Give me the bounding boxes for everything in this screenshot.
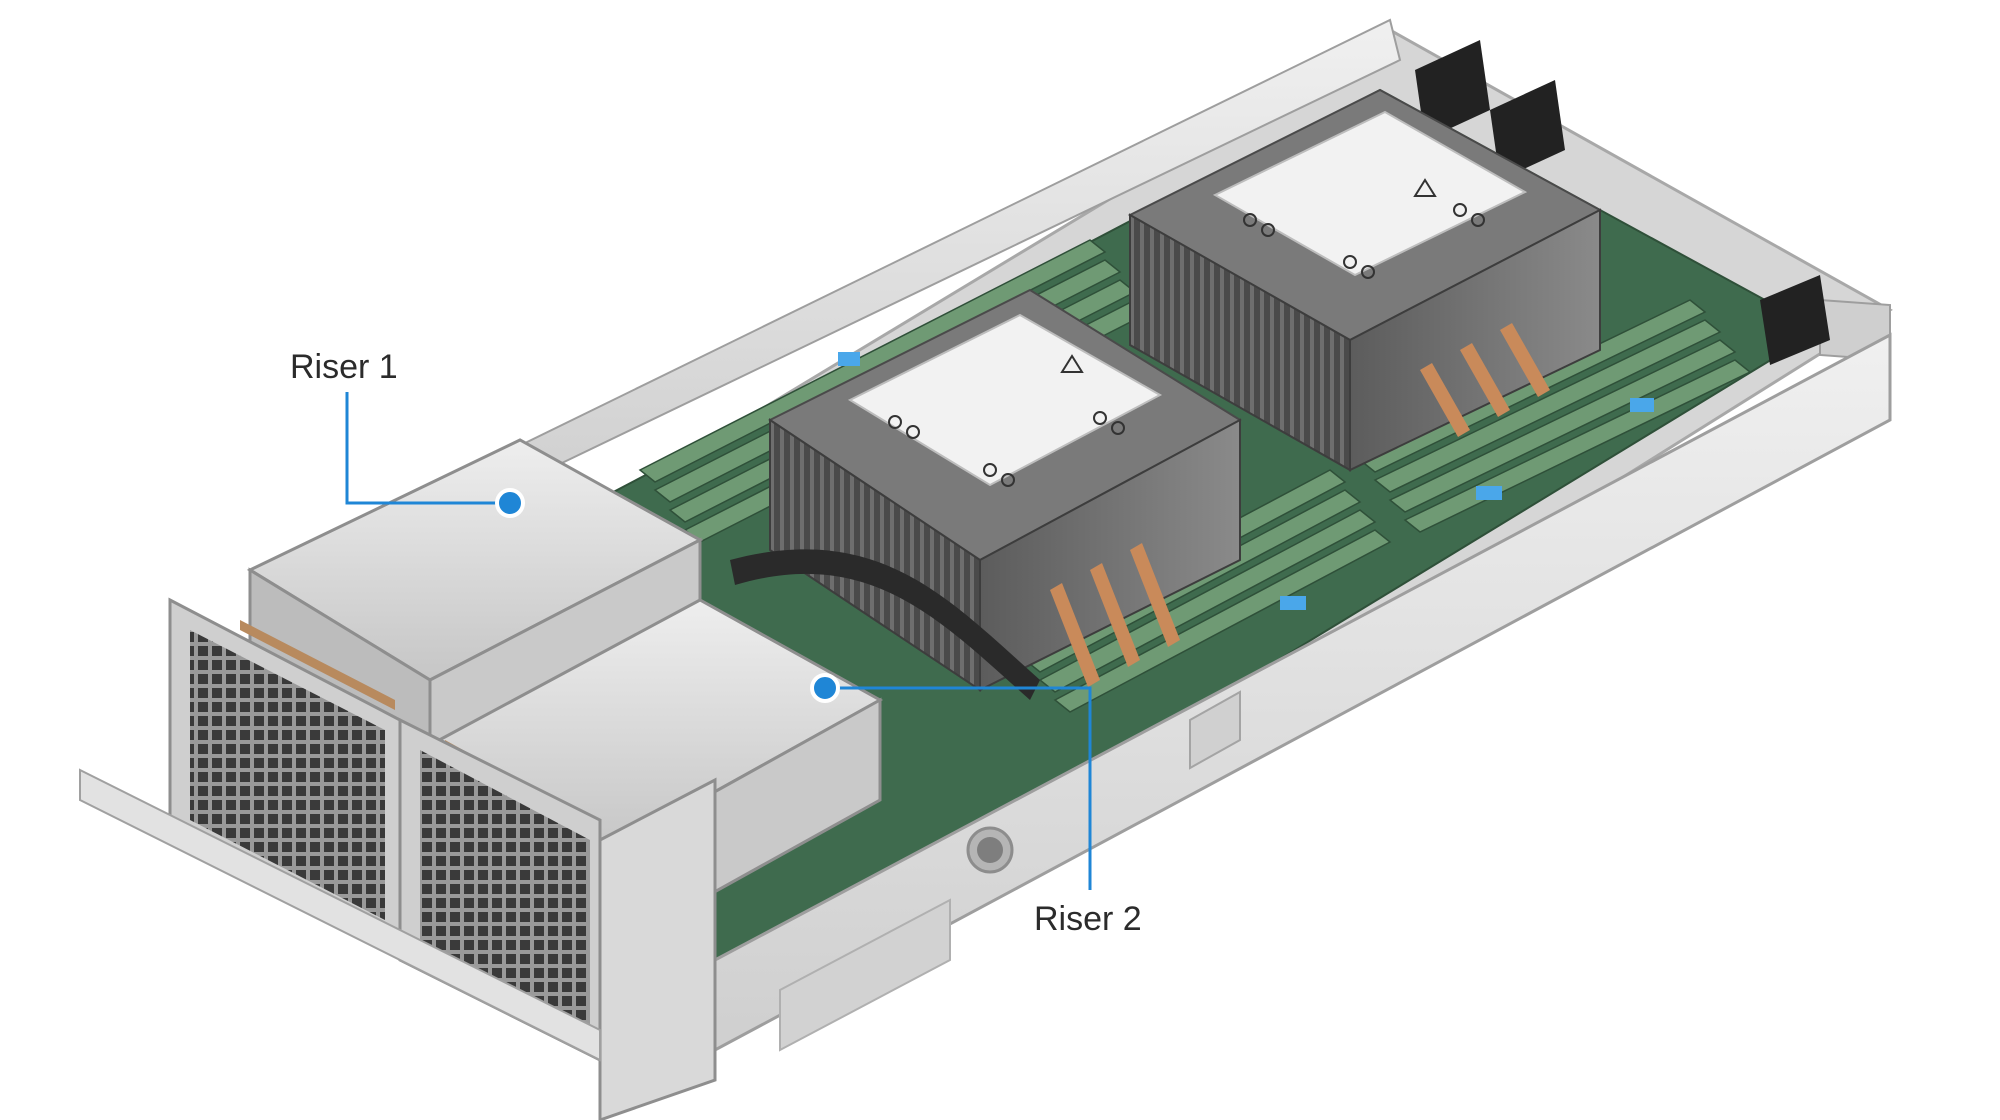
cpu2-heatsink [1127, 88, 1603, 472]
warning-triangle-icon [1060, 354, 1084, 373]
callout-lines [345, 392, 1092, 890]
front-bezel [79, 597, 717, 1120]
mounting-hole-icon [888, 411, 1125, 487]
air-duct [730, 549, 1040, 700]
cpu1-heatsink [768, 288, 1242, 692]
rear-connectors [1415, 40, 1830, 365]
riser-2-label: Riser 2 [1034, 900, 1142, 938]
riser-1-label: Riser 1 [290, 348, 398, 386]
riser-1-leader [345, 392, 505, 505]
riser-2-leader [827, 686, 1092, 890]
mounting-hole-icon [1243, 203, 1485, 279]
riser-2-marker [810, 673, 840, 703]
dimm-latches [838, 352, 1654, 610]
riser-1-marker [495, 488, 525, 518]
warning-triangle-icon [1413, 178, 1437, 197]
chassis-side-wall [713, 332, 1892, 1053]
